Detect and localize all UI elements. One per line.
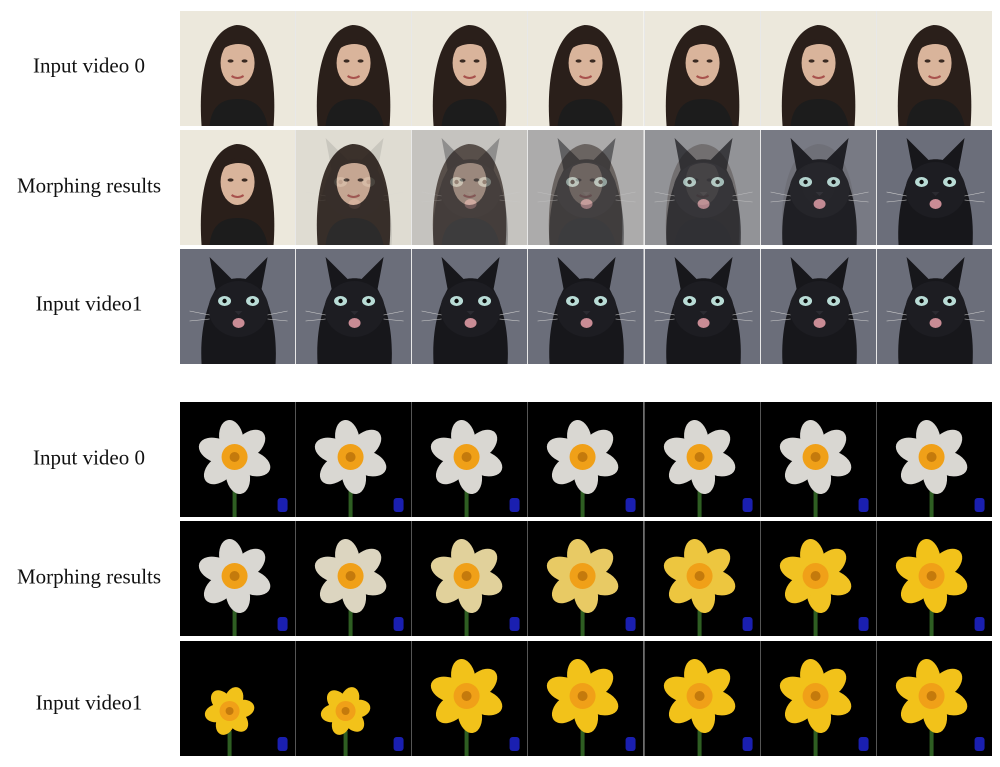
video-frame-flower-row1-6 bbox=[876, 521, 992, 636]
frame-strip-input-video-0-face bbox=[180, 11, 992, 126]
video-frame-face-cat-row2-1 bbox=[296, 249, 413, 364]
video-frame-face-cat-row2-5 bbox=[760, 249, 877, 364]
video-frame-flower-row1-1 bbox=[296, 521, 413, 636]
video-frame-flower-row2-5 bbox=[760, 641, 877, 756]
frame-strip-input-video-1-cat bbox=[180, 249, 992, 364]
video-frame-flower-row1-0 bbox=[180, 521, 297, 636]
frame-strip-input-video-0-flower bbox=[180, 402, 992, 517]
video-frame-flower-row2-4 bbox=[644, 641, 761, 756]
video-frame-flower-row0-0 bbox=[180, 402, 297, 517]
video-frame-face-cat-row2-3 bbox=[528, 249, 645, 364]
video-frame-flower-row1-3 bbox=[528, 521, 645, 636]
video-frame-face-cat-row1-5 bbox=[760, 130, 877, 245]
video-frame-flower-row1-5 bbox=[760, 521, 877, 636]
row-label-input-video-1-cat: Input video1 bbox=[35, 291, 143, 316]
row-label-morphing-results-flower: Morphing results bbox=[16, 564, 162, 589]
video-frame-face-cat-row1-6 bbox=[876, 130, 992, 245]
video-frame-flower-row0-6 bbox=[876, 402, 992, 517]
frame-strip-morphing-results-flower bbox=[180, 521, 992, 636]
video-frame-face-cat-row0-6 bbox=[876, 11, 992, 126]
video-frame-face-cat-row2-0 bbox=[180, 249, 297, 364]
row-label-morphing-results-face: Morphing results bbox=[16, 173, 162, 198]
frame-strip-input-video-1-flower bbox=[180, 641, 992, 756]
row-label-input-video-0-flower: Input video 0 bbox=[33, 445, 145, 470]
video-frame-flower-row2-6 bbox=[876, 641, 992, 756]
frame-strip-morphing-results-face bbox=[180, 130, 992, 245]
video-frame-face-cat-row2-6 bbox=[876, 249, 992, 364]
video-frame-face-cat-row2-4 bbox=[644, 249, 761, 364]
video-frame-flower-row2-0 bbox=[180, 641, 297, 756]
row-label-input-video-0-face: Input video 0 bbox=[33, 53, 145, 78]
video-frame-flower-row0-1 bbox=[296, 402, 413, 517]
video-frame-face-cat-row0-4 bbox=[644, 11, 761, 126]
video-frame-flower-row1-4 bbox=[644, 521, 761, 636]
video-frame-flower-row2-3 bbox=[528, 641, 645, 756]
video-frame-flower-row2-1 bbox=[296, 641, 413, 756]
video-frame-face-cat-row1-4 bbox=[644, 130, 761, 245]
video-frame-face-cat-row0-0 bbox=[180, 11, 297, 126]
video-frame-face-cat-row1-0 bbox=[180, 130, 297, 245]
video-frame-flower-row0-5 bbox=[760, 402, 877, 517]
video-frame-face-cat-row1-3 bbox=[528, 130, 645, 245]
video-frame-flower-row0-2 bbox=[412, 402, 529, 517]
video-frame-flower-row0-3 bbox=[528, 402, 645, 517]
video-frame-face-cat-row2-2 bbox=[412, 249, 529, 364]
video-frame-face-cat-row1-1 bbox=[296, 130, 413, 245]
video-frame-face-cat-row0-3 bbox=[528, 11, 645, 126]
video-frame-face-cat-row0-5 bbox=[760, 11, 877, 126]
video-frame-flower-row2-2 bbox=[412, 641, 529, 756]
video-frame-face-cat-row0-2 bbox=[412, 11, 529, 126]
video-frame-face-cat-row1-2 bbox=[412, 130, 529, 245]
row-label-input-video-1-flower: Input video1 bbox=[35, 690, 143, 715]
video-frame-flower-row0-4 bbox=[644, 402, 761, 517]
video-frame-face-cat-row0-1 bbox=[296, 11, 413, 126]
video-frame-flower-row1-2 bbox=[412, 521, 529, 636]
